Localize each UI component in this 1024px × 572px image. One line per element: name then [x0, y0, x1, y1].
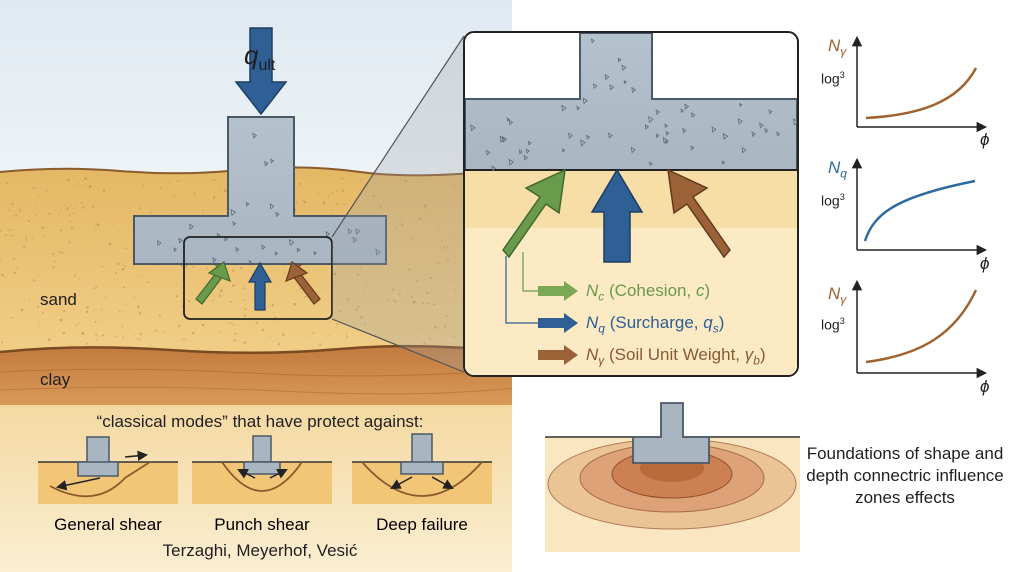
graph-2: [851, 157, 988, 256]
small-bearing-arrows: [195, 261, 321, 311]
legend-item-ngamma: Nγ (Soil Unit Weight, γb): [586, 345, 766, 368]
mode-deep-failure: [352, 433, 492, 504]
graph-1-ylabel: log3: [821, 70, 845, 87]
mode-label-deep-failure: Deep failure: [376, 515, 468, 534]
legend-connectors: [505, 252, 540, 324]
graph-1: [851, 35, 988, 133]
sand-layer-label: sand: [40, 290, 77, 309]
graph-2-title: Nq: [828, 158, 847, 181]
mode-label-general-shear: General shear: [54, 515, 162, 534]
graph-1-title: Nγ: [828, 36, 847, 59]
clay-layer-label: clay: [40, 370, 71, 389]
q-ult-label: qult: [244, 40, 276, 75]
graph-1-xlabel: ϕ: [980, 130, 990, 149]
mode-general-shear: [38, 436, 178, 504]
modes-title: “classical modes” that have protect agai…: [96, 412, 424, 431]
load-arrow-q-ult: [234, 27, 288, 116]
influence-zones-caption: Foundations of shape and depth connectri…: [806, 444, 1004, 507]
zoom-projection-lines: [331, 35, 465, 373]
graph-3-ylabel: log3: [821, 316, 845, 333]
legend-item-nq: Nq (Surcharge, qs): [586, 313, 725, 336]
legend-item-nc: Nc (Cohesion, c): [586, 281, 711, 304]
big-bearing-arrows: [502, 168, 731, 263]
mode-punch-shear: [192, 435, 332, 504]
zoom-region-box: [183, 236, 333, 320]
mode-label-punch-shear: Punch shear: [214, 515, 310, 534]
graph-2-xlabel: ϕ: [980, 254, 990, 273]
influence-zones-illustration: [545, 402, 800, 552]
graph-3: [851, 279, 988, 379]
graph-2-ylabel: log3: [821, 192, 845, 209]
graph-3-xlabel: ϕ: [980, 377, 990, 396]
footing-main: [133, 116, 387, 265]
graph-3-title: Nγ: [828, 284, 847, 307]
authors-caption: Terzaghi, Meyerhof, Vesić: [162, 541, 358, 560]
legend-arrows: [538, 281, 578, 365]
